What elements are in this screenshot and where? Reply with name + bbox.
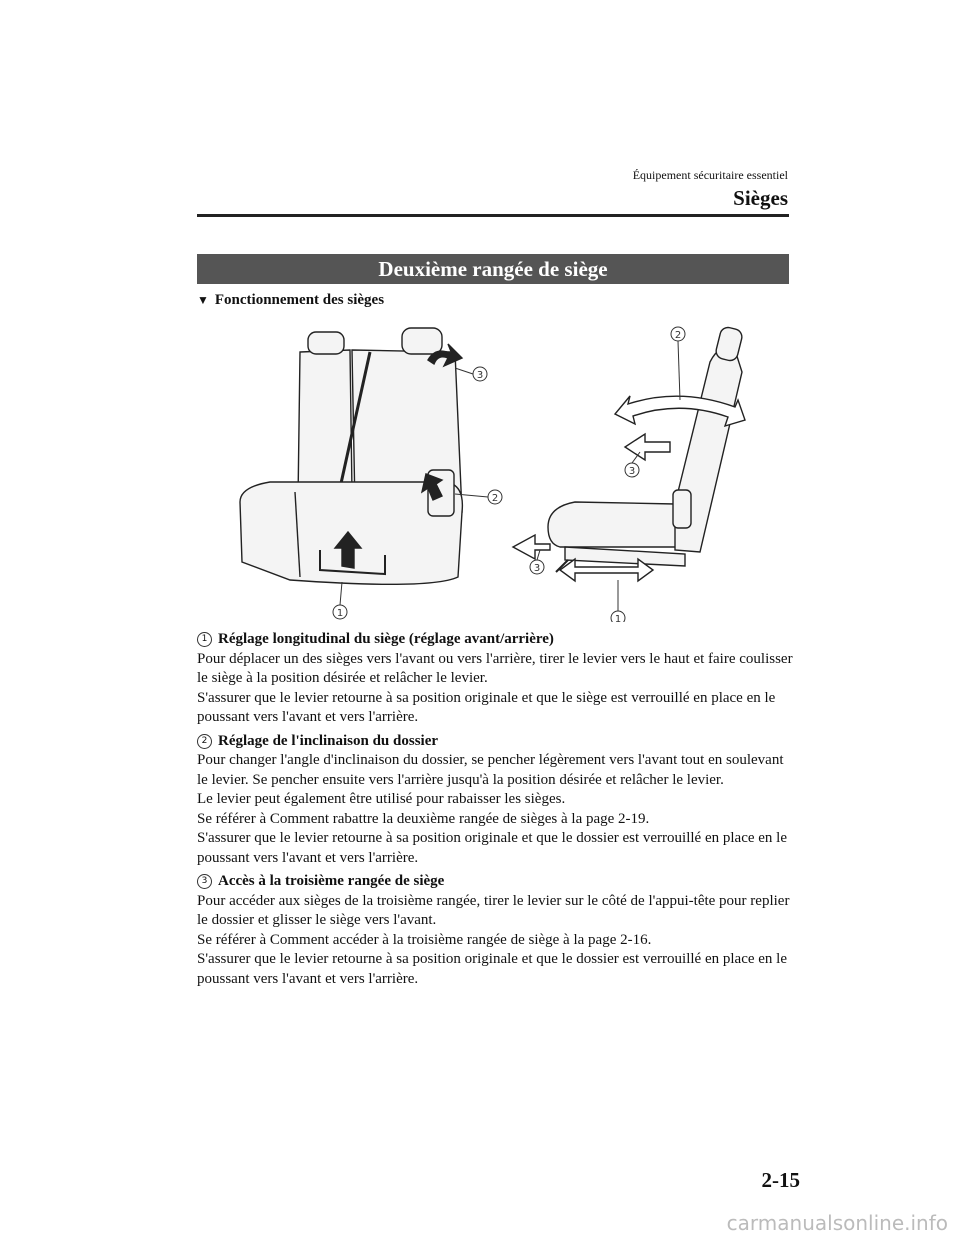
- callout-label: 1: [337, 608, 343, 619]
- callout-label: 1: [615, 614, 621, 622]
- number-1-icon: 1: [197, 632, 212, 648]
- paragraph: S'assurer que le levier retourne à sa po…: [197, 951, 787, 987]
- body-text: 1 Réglage longitudinal du siège (réglage…: [197, 630, 797, 993]
- section-heading: Accès à la troisième rangée de siège: [218, 873, 445, 889]
- paragraph: S'assurer que le levier retourne à sa po…: [197, 830, 787, 866]
- banner-title: Deuxième rangée de siège: [378, 256, 608, 281]
- paragraph: Le levier peut également être utilisé po…: [197, 791, 566, 807]
- paragraph: Pour changer l'angle d'inclinaison du do…: [197, 752, 784, 788]
- callout-label: 2: [492, 493, 498, 504]
- section-heading: Réglage de l'inclinaison du dossier: [218, 732, 439, 749]
- number-3-icon: 3: [197, 874, 212, 890]
- rear-seat-drawing: [239, 327, 464, 586]
- watermark: carmanualsonline.info: [726, 1211, 948, 1235]
- section-heading: Réglage longitudinal du siège (réglage a…: [218, 631, 554, 647]
- subheading-text: Fonctionnement des sièges: [214, 292, 385, 308]
- callout-label: 3: [629, 466, 635, 477]
- header-rule: [197, 214, 789, 217]
- paragraph: Pour déplacer un des sièges vers l'avant…: [197, 650, 793, 687]
- section-recline: 2 Réglage de l'inclinaison du dossier Po…: [197, 732, 797, 869]
- section-banner: Deuxième rangée de siège: [197, 254, 789, 284]
- seat-illustration: 1 2 3 2 3 3 1: [239, 326, 746, 622]
- paragraph: Se référer à Comment accéder à la troisi…: [197, 931, 652, 948]
- header-section: Équipement sécuritaire essentiel: [632, 168, 788, 182]
- page-number: 2-15: [761, 1168, 801, 1192]
- header-title: Sièges: [733, 186, 788, 210]
- callout-label: 3: [534, 563, 540, 574]
- callout-label: 3: [477, 370, 483, 381]
- paragraph: S'assurer que le levier retourne à sa po…: [197, 689, 776, 726]
- callout-markers: 1 2 3 2 3 3 1: [332, 326, 686, 622]
- number-2-icon: 2: [197, 733, 212, 749]
- paragraph: Se référer à Comment rabattre la deuxièm…: [197, 810, 650, 827]
- subheading: ▼ Fonctionnement des sièges: [197, 292, 384, 309]
- callout-label: 2: [675, 330, 681, 341]
- triangle-marker-icon: ▼: [197, 293, 209, 307]
- paragraph: Pour accéder aux sièges de la troisième …: [197, 892, 790, 929]
- section-third-row-access: 3 Accès à la troisième rangée de siège P…: [197, 872, 797, 989]
- side-seat-drawing: [511, 326, 746, 583]
- section-longitudinal: 1 Réglage longitudinal du siège (réglage…: [197, 630, 797, 728]
